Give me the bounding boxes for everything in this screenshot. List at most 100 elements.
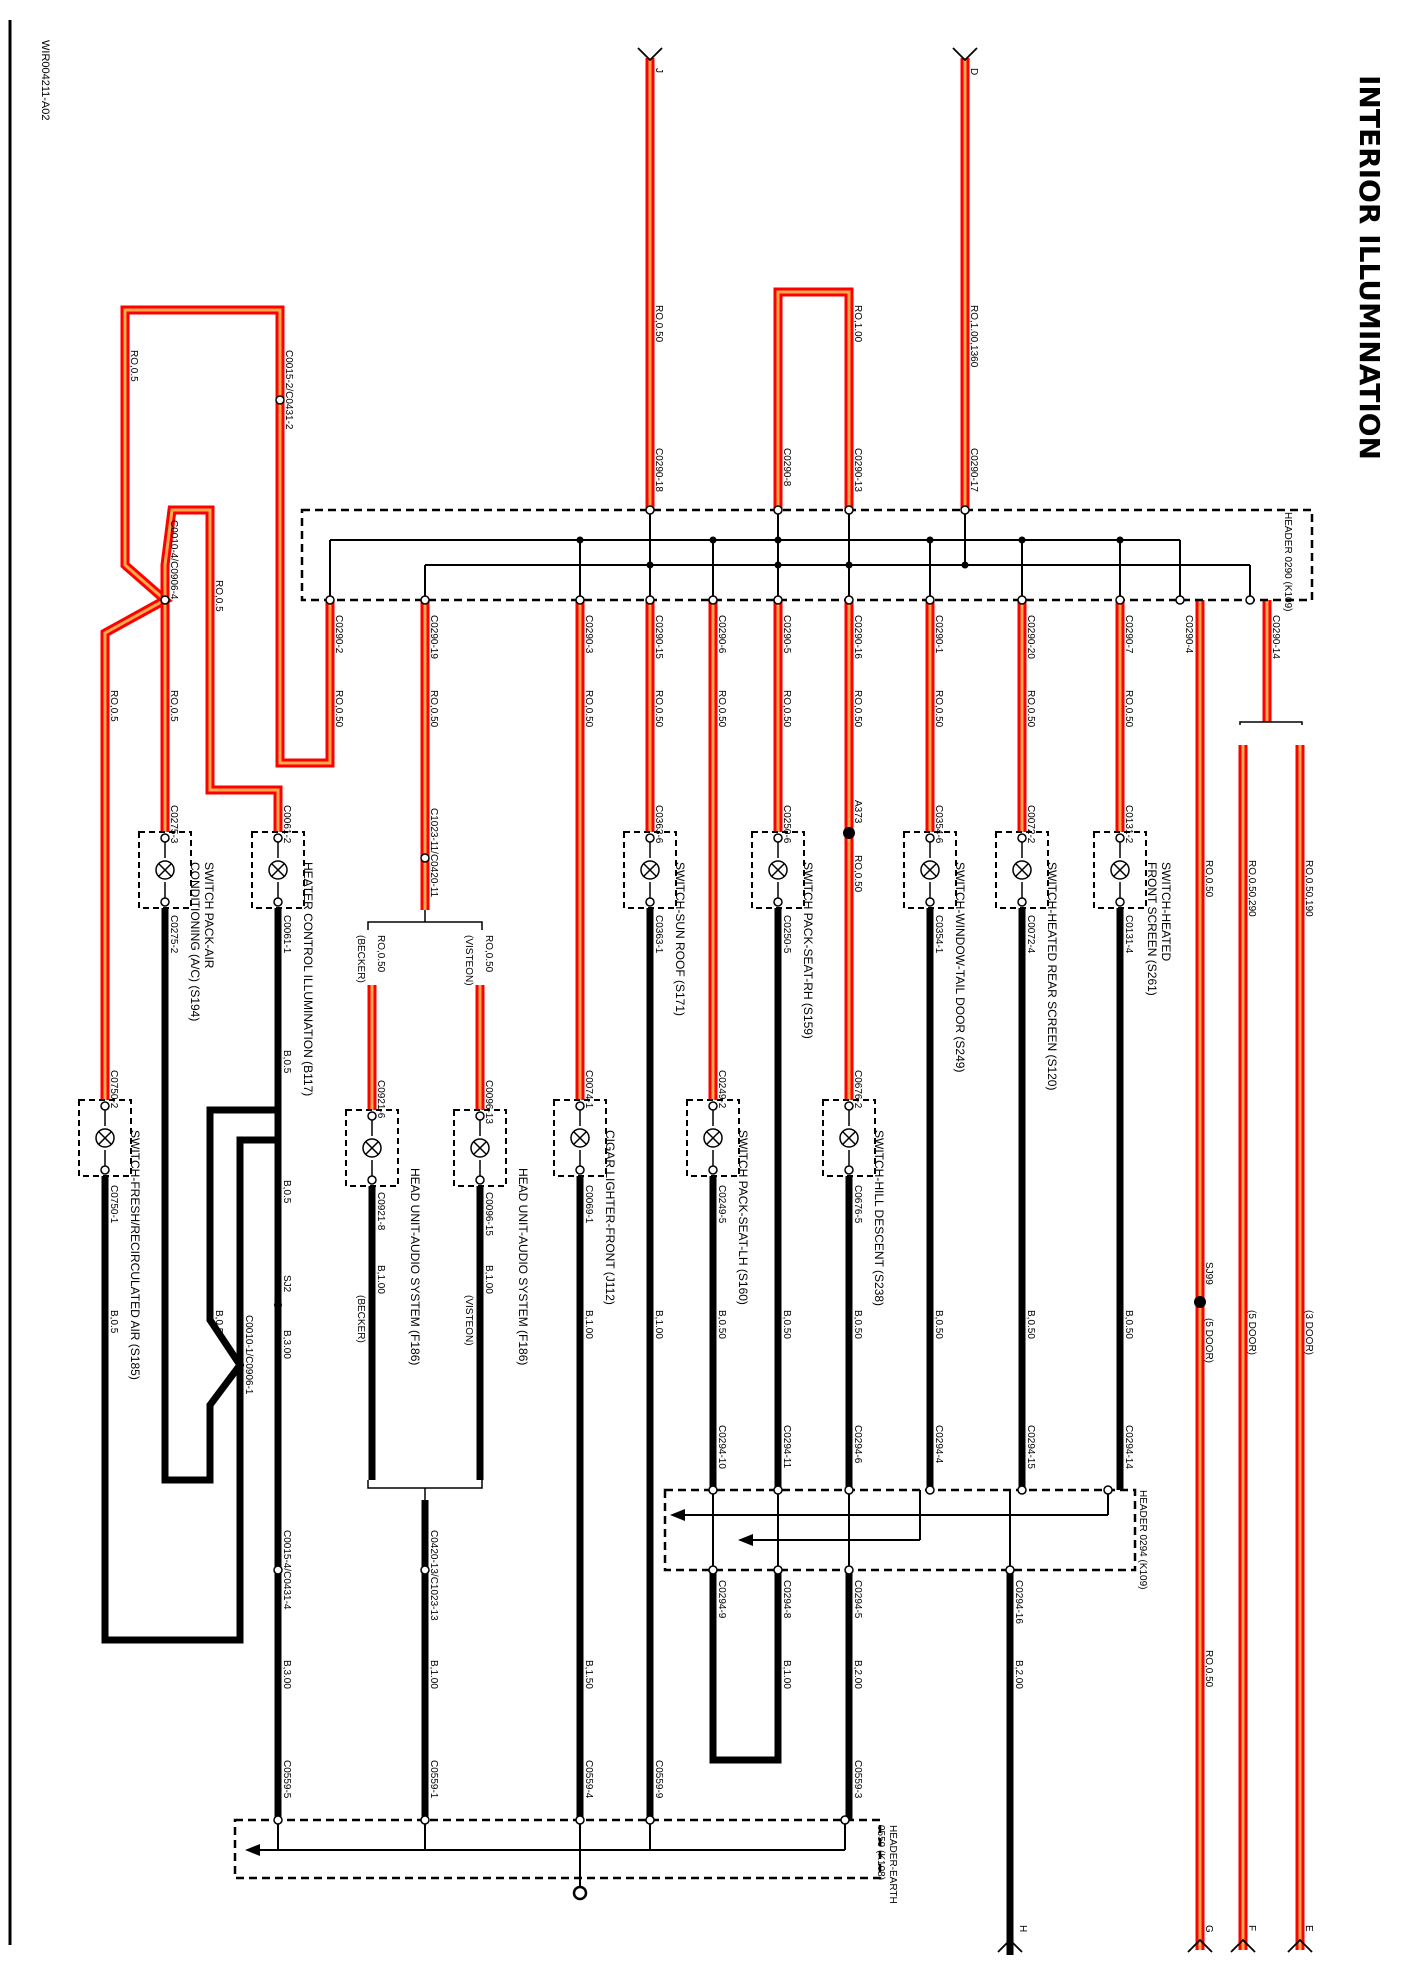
svg-text:(VISTEON): (VISTEON) [463,1295,474,1346]
page-connector-e: E [1303,1925,1314,1932]
svg-text:SJ99: SJ99 [1203,1262,1214,1285]
svg-text:C0294-10: C0294-10 [716,1425,727,1469]
svg-text:C0074-1: C0074-1 [583,1070,594,1109]
svg-text:C0559-1: C0559-1 [428,1760,439,1799]
svg-text:C0363-6: C0363-6 [653,805,664,844]
header-0294-label: HEADER 0294 (K109) [1137,1490,1148,1590]
svg-text:C0559-3: C0559-3 [852,1760,863,1799]
lamp-hill-descent [822,1099,876,1177]
svg-text:(3 DOOR): (3 DOOR) [1303,1310,1314,1355]
svg-text:RO,0.5: RO,0.5 [108,690,119,722]
svg-text:C0249-5: C0249-5 [716,1185,727,1224]
svg-text:C0015-2/C0431-2: C0015-2/C0431-2 [283,350,294,430]
svg-text:B,0.5: B,0.5 [213,1310,224,1334]
svg-text:C0290-5: C0290-5 [781,615,792,654]
svg-text:RO,0.50: RO,0.50 [483,935,494,973]
svg-text:RO,0.50: RO,0.50 [333,690,344,728]
lamp-heated-front [1093,831,1147,909]
svg-text:A373: A373 [852,800,863,824]
lamp-fresh-air [78,1099,132,1177]
wire-heater-loop [160,505,283,832]
svg-text:C0294-11: C0294-11 [781,1425,792,1469]
svg-text:C0294-4: C0294-4 [933,1425,944,1464]
svg-text:C0420-13/C1023-13: C0420-13/C1023-13 [428,1530,439,1621]
label-cigar: CIGAR LIGHTER-FRONT (J112) [603,1130,617,1305]
header-0294-arrow-1 [670,1509,685,1521]
header-earth-arrow [245,1844,260,1856]
svg-text:RO,0.50: RO,0.50 [428,690,439,728]
svg-text:B,1.00: B,1.00 [483,1265,494,1294]
svg-text:B,1.00: B,1.00 [428,1660,439,1689]
audio-variant-braces [367,721,1303,1500]
svg-text:(VISTEON): (VISTEON) [463,935,474,986]
svg-text:RO,0.50,290: RO,0.50,290 [1246,860,1257,917]
svg-text:C0010-4/C0906-4: C0010-4/C0906-4 [168,520,179,600]
lamp-heater-ctrl [251,831,305,909]
lamp-cigar [553,1099,607,1177]
lamp-window-tail [903,831,957,909]
svg-text:C0290-3: C0290-3 [583,615,594,654]
svg-text:B,2.00: B,2.00 [1013,1660,1024,1689]
svg-text:RO,0.50: RO,0.50 [852,690,863,728]
svg-text:C0249-2: C0249-2 [716,1070,727,1109]
svg-text:C0290-7: C0290-7 [1123,615,1134,654]
svg-text:C0072-4: C0072-4 [1025,915,1036,954]
label-heated-front-1: SWITCH-HEATED [1159,862,1173,961]
svg-text:C1023-11/C0420-11: C1023-11/C0420-11 [428,808,439,898]
svg-text:RO,0.50: RO,0.50 [716,690,727,728]
label-audio-becker: HEAD UNIT-AUDIO SYSTEM (F186) [408,1168,422,1365]
label-ac-2: CONDITIONING (A/C) (S194) [188,862,202,1021]
wire-heater-ctrl [100,305,335,1100]
svg-text:C0131-4: C0131-4 [1123,915,1134,954]
svg-text:RO,0.5: RO,0.5 [128,350,139,382]
svg-text:C0290-15: C0290-15 [653,615,664,659]
label-heated-front-2: FRONT SCREEN (S261) [1145,862,1159,996]
svg-text:RO,0.5: RO,0.5 [168,690,179,722]
svg-text:C0676-5: C0676-5 [852,1185,863,1224]
svg-text:C0275-3: C0275-3 [168,805,179,844]
black-wires [101,908,1124,1955]
svg-text:C0290-8: C0290-8 [781,448,792,487]
svg-text:C0010-1/C0906-1: C0010-1/C0906-1 [243,1315,254,1395]
svg-text:C0250-6: C0250-6 [781,805,792,844]
svg-text:C0290-6: C0290-6 [716,615,727,654]
svg-text:C0290-1: C0290-1 [933,615,944,654]
svg-text:C0294-6: C0294-6 [852,1425,863,1464]
svg-text:C0676-2: C0676-2 [852,1070,863,1109]
svg-text:RO,0.50: RO,0.50 [1203,860,1214,898]
svg-text:C0354-6: C0354-6 [933,805,944,844]
svg-text:RO,0.50: RO,0.50 [1123,690,1134,728]
svg-text:RO,0.50: RO,0.50 [781,690,792,728]
header-earth-label-2: 0559 (K108) [875,1825,886,1880]
svg-text:C0559-5: C0559-5 [281,1760,292,1799]
header-earth-label-1: HEADER-EARTH [887,1825,898,1904]
page-connector-j: J [653,68,664,73]
svg-text:C0096-13: C0096-13 [483,1080,494,1124]
header-0290-junctions [576,536,1124,569]
svg-text:C0921-8: C0921-8 [375,1192,386,1231]
svg-text:B,1.00: B,1.00 [781,1660,792,1689]
svg-text:RO,0.50: RO,0.50 [1025,690,1036,728]
red-wires [100,58,1305,1950]
svg-text:RO,0.50: RO,0.50 [375,935,386,973]
svg-text:RO,0.50: RO,0.50 [653,690,664,728]
svg-text:B,0.5: B,0.5 [281,1180,292,1204]
svg-text:RO,0.50: RO,0.50 [1203,1650,1214,1688]
svg-text:C0096-15: C0096-15 [483,1192,494,1236]
svg-text:C0294-14: C0294-14 [1123,1425,1134,1469]
svg-text:C0559-9: C0559-9 [653,1760,664,1799]
svg-text:C0015-4/C0431-4: C0015-4/C0431-4 [281,1530,292,1610]
label-heated-rear: SWITCH-HEATED REAR SCREEN (S120) [1045,862,1059,1090]
svg-text:B,0.50: B,0.50 [1123,1310,1134,1339]
svg-text:B,0.50: B,0.50 [852,1310,863,1339]
svg-text:B,3.00: B,3.00 [281,1330,292,1359]
svg-text:C0559-4: C0559-4 [583,1760,594,1799]
svg-text:C0290-14: C0290-14 [1270,615,1281,659]
svg-text:C0294-15: C0294-15 [1025,1425,1036,1469]
svg-text:C0061-1: C0061-1 [281,915,292,954]
svg-text:C0061-2: C0061-2 [281,805,292,844]
svg-text:(BECKER): (BECKER) [355,1295,366,1343]
diagram-title: INTERIOR ILLUMINATION [1353,75,1386,460]
connector-pins [160,395,1255,1825]
svg-text:(BECKER): (BECKER) [355,935,366,983]
